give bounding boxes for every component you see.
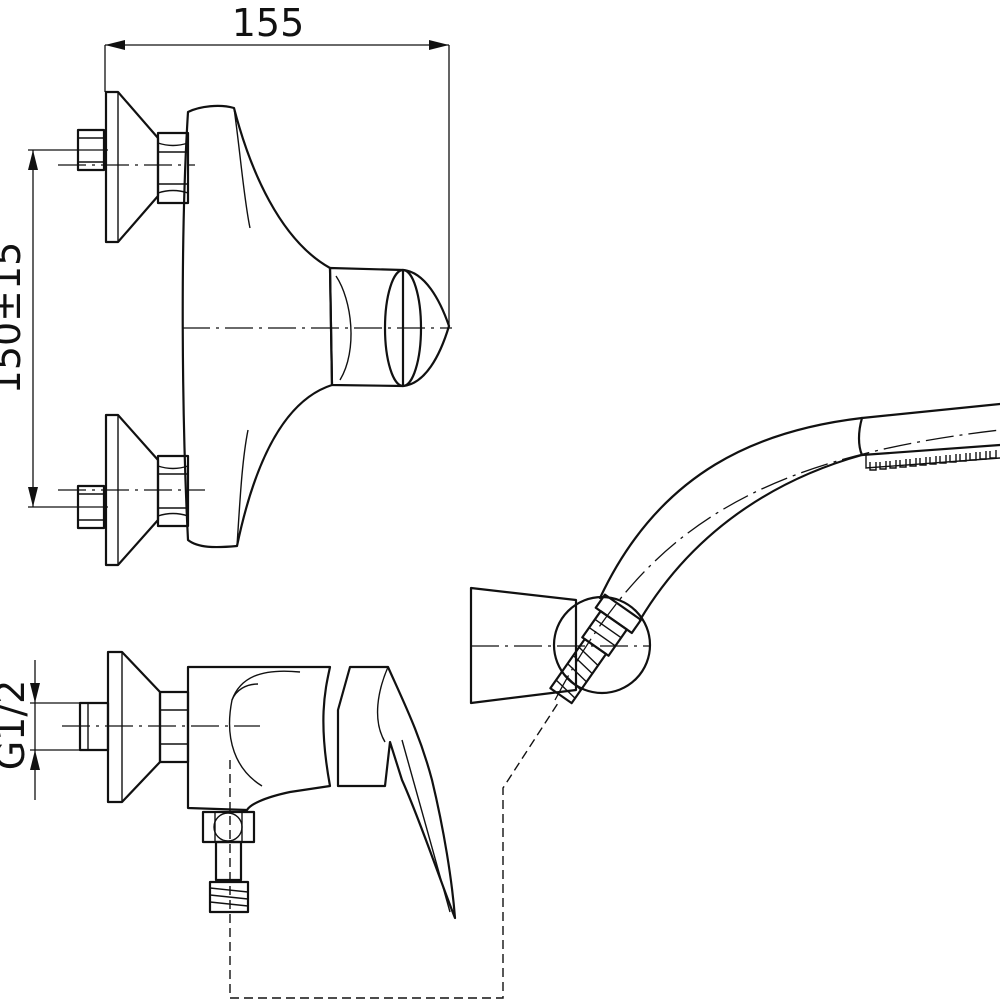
outlet-connector	[201, 810, 256, 914]
handle-knob-front	[328, 266, 451, 388]
wall-holder	[469, 586, 652, 705]
hose-connector	[549, 593, 643, 705]
width-dimension-label: 155	[232, 1, 305, 45]
spray-nozzles	[869, 450, 997, 471]
width-dimension: 155	[104, 1, 450, 325]
hand-shower-handle	[554, 402, 1000, 701]
hose-route-hidden	[229, 699, 561, 999]
thread-dimension: G1/2	[0, 660, 80, 800]
side-eccentric-connector	[62, 650, 260, 804]
handle-lever-side	[336, 665, 457, 920]
mixer-body-front	[181, 104, 334, 549]
upper-eccentric-connector	[76, 90, 190, 244]
spacing-dimension-label: 150±15	[0, 242, 29, 395]
spacing-dimension: 150±15	[0, 149, 108, 508]
hand-shower-assembly	[469, 402, 1000, 705]
thread-dimension-label: G1/2	[0, 680, 33, 771]
side-view: G1/2	[0, 650, 561, 999]
front-view: 155 150±15	[0, 1, 452, 567]
mixer-body-side	[186, 665, 332, 812]
